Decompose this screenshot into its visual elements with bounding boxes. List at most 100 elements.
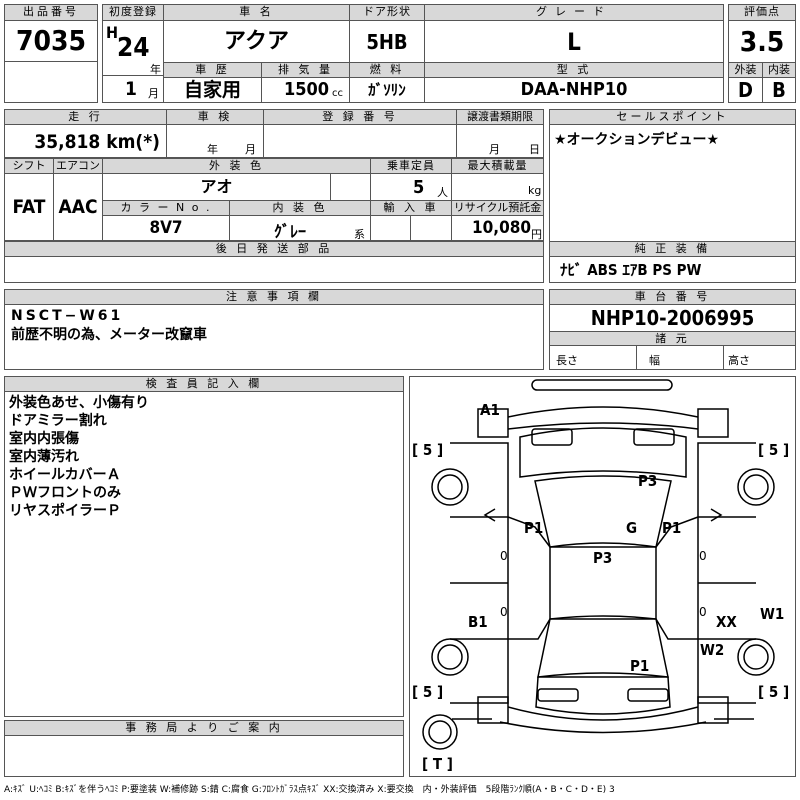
year: 24 <box>117 33 150 63</box>
notes-label: 注 意 事 項 欄 <box>4 289 544 305</box>
capacity-unit: 人 <box>437 186 448 199</box>
tire-tread: [ 5 ] <box>758 683 790 701</box>
inspection-year-unit: 年 <box>207 143 218 156</box>
later-parts <box>4 256 544 283</box>
legend: A:ｷｽﾞ U:ﾍｺﾐ B:ｷｽﾞを伴うﾍｺﾐ P:要塗装 W:補修跡 S:錆 … <box>4 785 615 795</box>
car-name: アクア <box>163 20 350 63</box>
lot-number-label: 出品番号 <box>4 4 98 21</box>
damage-mark: P1 <box>524 519 544 537</box>
color-no-label: カ ラ ー N o . <box>102 200 230 216</box>
transfer-day-unit: 日 <box>529 143 540 156</box>
door-type: 5HB <box>349 20 425 63</box>
import-a <box>370 215 411 241</box>
damage-mark: P3 <box>638 472 658 490</box>
notes-line: 前歴不明の為、メーター改竄車 <box>11 327 207 343</box>
inspector-notes: 外装色あせ、小傷有り ドアミラー割れ 室内内張傷 室内薄汚れ ホイールカバーＡ … <box>4 391 404 717</box>
inspector-line: 室内内張傷 <box>9 431 79 447</box>
damage-mark: A1 <box>480 401 500 419</box>
width: 幅 <box>636 345 724 370</box>
chassis-label: 車 台 番 号 <box>549 289 796 305</box>
first-registration-label: 初度登録 <box>102 4 164 21</box>
import-label: 輸 入 車 <box>370 200 452 216</box>
car-diagram <box>422 379 775 750</box>
door-mark: 0 <box>500 605 508 619</box>
month-unit: 月 <box>148 87 159 100</box>
displacement: 1500 <box>284 79 330 100</box>
inspector-label: 検 査 員 記 入 欄 <box>4 376 404 392</box>
fuel-label: 燃 料 <box>349 62 425 78</box>
model-label: 型 式 <box>424 62 724 78</box>
registration-number-label: 登 録 番 号 <box>263 109 457 125</box>
shift: FAT <box>4 173 54 241</box>
door-mark: 0 <box>699 605 707 619</box>
damage-mark: P3 <box>593 549 613 567</box>
capacity-cell: 5 人 <box>370 173 452 201</box>
inspector-line: ＰＷフロントのみ <box>9 485 121 501</box>
ac-label: エアコン <box>53 158 103 174</box>
air-conditioner: AAC <box>53 173 103 241</box>
year-unit: 年 <box>150 63 161 76</box>
transfer-deadline-label: 譲渡書類期限 <box>456 109 544 125</box>
tire-tread: [ 5 ] <box>412 683 444 701</box>
fuel: ｶﾞｿﾘﾝ <box>349 77 425 103</box>
first-registration-year: H 24 年 <box>102 20 164 76</box>
history-label: 車 歴 <box>163 62 262 78</box>
displacement-label: 排 気 量 <box>261 62 350 78</box>
inspector-line: ホイールカバーＡ <box>9 467 121 483</box>
damage-mark: XX <box>716 613 737 631</box>
recycle-label: リサイクル預託金 <box>451 200 544 216</box>
recycle-fee: 10,080 <box>472 218 532 238</box>
inspection-cell: 年 月 <box>166 124 264 158</box>
recycle-cell: 10,080 円 <box>451 215 544 241</box>
inspection-month-unit: 月 <box>245 143 256 156</box>
first-registration-month: 1 月 <box>102 75 164 103</box>
recycle-unit: 円 <box>531 228 542 241</box>
transfer-deadline: 月 日 <box>456 124 544 158</box>
sales-point: ★オークションデビュー★ <box>549 124 796 242</box>
damage-mark: P1 <box>662 519 682 537</box>
height: 高さ <box>723 345 796 370</box>
interior-label: 内装 <box>762 62 796 78</box>
model-code: DAA-NHP10 <box>424 77 724 103</box>
notes: NSCT−W61 前歴不明の為、メーター改竄車 <box>4 304 544 370</box>
length: 長さ <box>549 345 637 370</box>
grade-label: グレード <box>424 4 724 21</box>
interior-color-cell: ｸﾞﾚｰ 系 <box>229 215 371 241</box>
inspection-label: 車 検 <box>166 109 264 125</box>
damage-mark: G <box>626 519 638 537</box>
import-b <box>410 215 452 241</box>
later-parts-label: 後 日 発 送 部 品 <box>4 241 544 257</box>
max-load: kg <box>451 173 544 201</box>
month: 1 <box>125 78 137 100</box>
damage-mark: B1 <box>468 613 488 631</box>
interior-color-unit: 系 <box>354 228 365 241</box>
inspector-line: 外装色あせ、小傷有り <box>9 395 149 411</box>
exterior-color: アオ <box>102 173 331 201</box>
lot-number: 7035 <box>4 20 98 62</box>
inspector-line: ドアミラー割れ <box>9 413 107 429</box>
color-label: 外 装 色 <box>102 158 371 174</box>
registration-number <box>263 124 457 158</box>
damage-mark: W1 <box>760 605 785 623</box>
inspector-line: 室内薄汚れ <box>9 449 79 465</box>
equipment: ﾅﾋﾞ ABS ｴｱB PS PW <box>549 256 796 283</box>
door-mark: 0 <box>500 549 508 563</box>
history: 自家用 <box>163 77 262 103</box>
office-label: 事 務 局 よ り ご 案 内 <box>4 720 404 736</box>
inspector-line: リヤスポイラーＰ <box>9 503 121 519</box>
max-load-unit: kg <box>528 184 542 197</box>
tire-tread: [ 5 ] <box>412 441 444 459</box>
exterior-label: 外装 <box>728 62 763 78</box>
interior-grade: B <box>762 77 796 103</box>
door-label: ドア形状 <box>349 4 425 21</box>
capacity: 5 <box>413 177 425 198</box>
transfer-month-unit: 月 <box>489 143 500 156</box>
color-extra <box>330 173 371 201</box>
exterior-grade: D <box>728 77 763 103</box>
mileage: 35,818 km(*) <box>4 124 167 158</box>
dimensions-label: 諸 元 <box>549 331 796 346</box>
damage-mark: W2 <box>700 641 725 659</box>
car-name-label: 車 名 <box>163 4 350 21</box>
interior-color-label: 内 装 色 <box>229 200 371 216</box>
mileage-label: 走 行 <box>4 109 167 125</box>
